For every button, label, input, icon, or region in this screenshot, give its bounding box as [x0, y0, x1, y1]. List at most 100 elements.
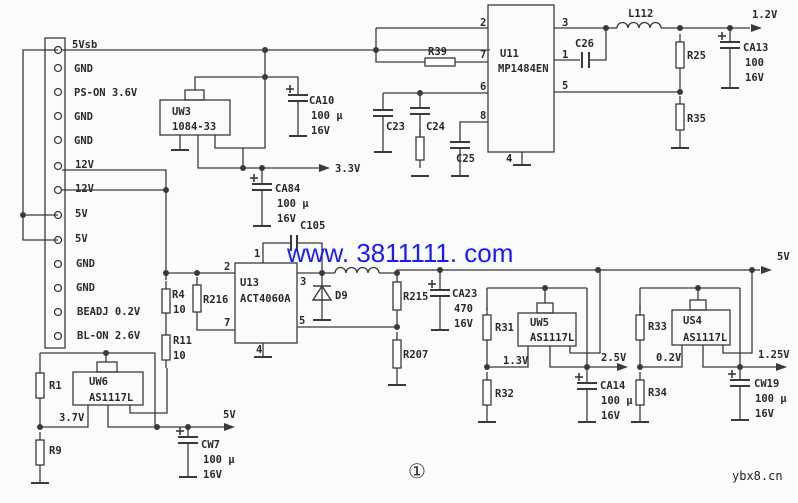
r31-ref: R31: [495, 322, 514, 334]
resistor: [482, 314, 492, 341]
ca10-ref: CA10: [309, 95, 334, 107]
r39-ref: R39: [428, 46, 447, 58]
pin-label: GND: [74, 135, 93, 147]
wire: [379, 269, 760, 274]
wire: [459, 121, 488, 142]
uw3-part: 1084-33: [172, 121, 216, 133]
junction-dot: [394, 270, 400, 276]
cw19-voltage: 16V: [755, 408, 775, 420]
u13-ref: U13: [240, 277, 259, 289]
wire: [129, 368, 168, 414]
arrow-icon: [751, 24, 762, 32]
resistor: [161, 334, 171, 361]
ca10-value: 100 µ: [311, 110, 343, 122]
wire: [569, 270, 601, 354]
resistor: [424, 57, 456, 67]
r9-ref: R9: [49, 445, 62, 457]
pin-label: GND: [74, 111, 93, 123]
r4-ref: R4: [172, 289, 185, 301]
u11-pin: 2: [480, 17, 486, 29]
out-1v25-label: 1.25V: [758, 349, 790, 361]
wire: [214, 50, 266, 149]
us4-ref: US4: [683, 315, 702, 327]
c24-ref: C24: [426, 121, 445, 133]
junction-dot: [20, 212, 26, 218]
wire: [197, 135, 325, 169]
resistor: [482, 379, 492, 406]
connector-pin: [53, 259, 63, 269]
connector-pin: [53, 331, 63, 341]
pin-label: GND: [76, 282, 95, 294]
r11-value: 10: [173, 350, 186, 362]
wire: [62, 169, 167, 280]
c25-ref: C25: [456, 153, 475, 165]
wire: [22, 49, 58, 241]
arrow-icon: [319, 164, 330, 172]
c26-ref: C26: [575, 38, 594, 50]
wire: [375, 28, 425, 63]
arrow-icon: [761, 266, 772, 274]
u13-pin: 7: [224, 317, 230, 329]
ca14-value: 100 µ: [601, 395, 633, 407]
resistor: [675, 41, 685, 69]
r215-ref: R215: [403, 291, 428, 303]
wire: [40, 405, 89, 428]
pin-label: GND: [76, 258, 95, 270]
r207-ref: R207: [403, 349, 428, 361]
ca84-voltage: 16V: [277, 213, 297, 225]
uw5-part: AS1117L: [530, 332, 574, 344]
c105-ref: C105: [300, 220, 325, 232]
uw6-tab: [96, 361, 118, 373]
watermark: www. 3811111. com: [286, 238, 513, 268]
ca84-value: 100 µ: [277, 198, 309, 210]
c23-ref: C23: [386, 121, 405, 133]
junction-dot: [163, 270, 169, 276]
r33-ref: R33: [648, 321, 667, 333]
site-credit: ybx8.cn: [732, 469, 783, 483]
connector-pin: [53, 135, 63, 145]
u13-pin: 2: [224, 261, 230, 273]
wire: [487, 346, 529, 368]
resistor: [675, 103, 685, 131]
uw5-adj-voltage: 1.3V: [503, 355, 529, 367]
r216-ref: R216: [203, 294, 228, 306]
out-5v-uw6-label: 5V: [223, 409, 236, 421]
ca13-ref: CA13: [743, 42, 768, 54]
out-3v3-label: 3.3V: [335, 163, 361, 175]
ca13-voltage: 16V: [745, 72, 765, 84]
r34-ref: R34: [648, 387, 667, 399]
wire: [549, 346, 625, 368]
resistor: [635, 314, 645, 341]
pin-label: 5V: [75, 208, 88, 220]
u11-ref: U11: [500, 48, 519, 60]
ca23-voltage: 16V: [454, 318, 474, 330]
resistor: [161, 288, 171, 314]
pin-label: 5Vsb: [72, 39, 97, 51]
wire: [196, 320, 235, 331]
wire: [194, 76, 265, 90]
uw6-ref: UW6: [89, 376, 108, 388]
u11-pin: 1: [562, 49, 568, 61]
pin-label: 12V: [75, 183, 95, 195]
cw19-ref: CW19: [754, 378, 779, 390]
u13-part: ACT4060A: [240, 293, 291, 305]
r1-ref: R1: [49, 380, 62, 392]
d9-ref: D9: [335, 290, 348, 302]
resistor: [35, 372, 45, 399]
u11-pin: 7: [480, 49, 486, 61]
out-5v-label: 5V: [777, 251, 790, 263]
l112-ref: L112: [628, 8, 653, 20]
wire: [589, 28, 607, 61]
u13-pin: 1: [254, 248, 260, 260]
connector-pin: [53, 87, 63, 97]
r25-ref: R25: [687, 50, 706, 62]
resistor: [635, 379, 645, 406]
out-2v5-label: 2.5V: [601, 352, 627, 364]
ca14-voltage: 16V: [601, 410, 621, 422]
r32-ref: R32: [495, 388, 514, 400]
u11-pin: 5: [562, 80, 568, 92]
resistor: [192, 284, 202, 313]
pin-label: BL-ON 2.6V: [77, 330, 141, 342]
pin-label: PS-ON 3.6V: [74, 87, 138, 99]
